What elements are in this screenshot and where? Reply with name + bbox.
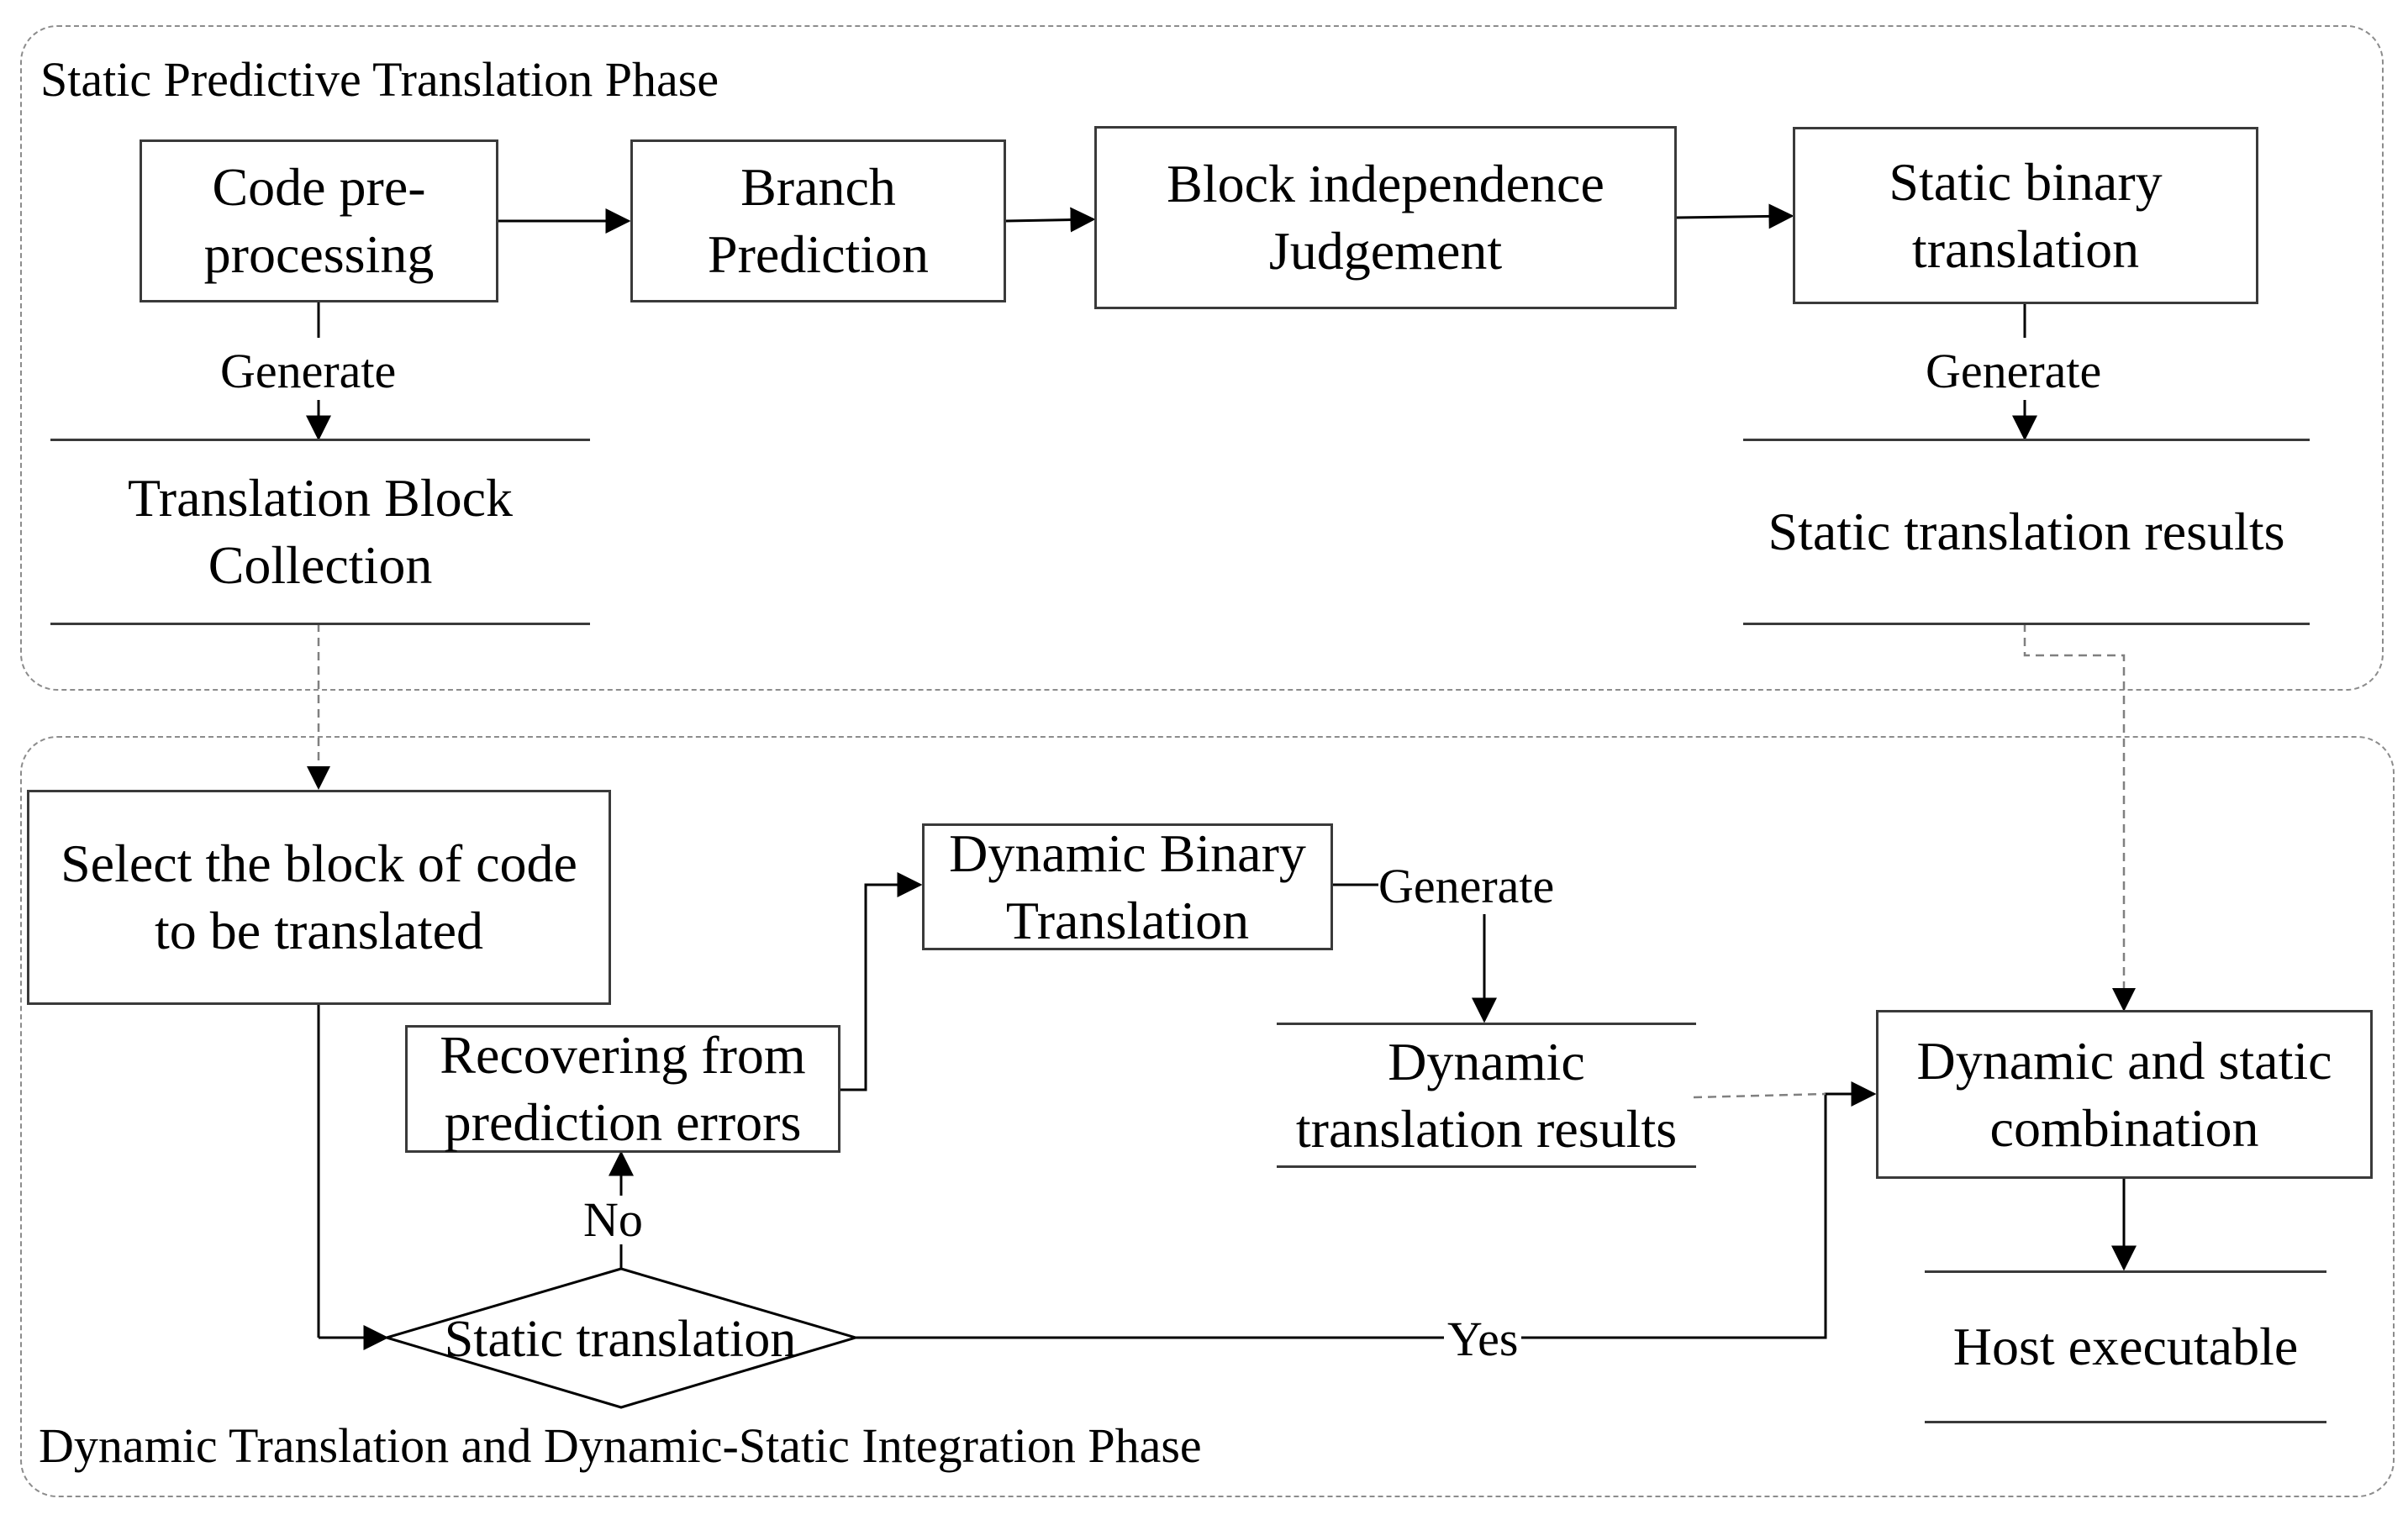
- store-line: Collection: [208, 535, 433, 595]
- arrow-decision-yes-to-combination: [856, 1081, 1877, 1339]
- edge-label-yes: Yes: [1444, 1315, 1522, 1364]
- edge-label-generate-right: Generate: [1926, 344, 2102, 398]
- node-line: translation: [1911, 218, 2140, 279]
- node-line: Recovering from: [440, 1025, 806, 1085]
- static-translation-decision-label: Static translation: [444, 1311, 797, 1368]
- arrow-recovering-to-dynamic: [840, 872, 923, 1091]
- arrow-branch-to-independence: [1005, 207, 1096, 233]
- store-line: translation results: [1295, 1098, 1678, 1159]
- store-line: Translation Block: [127, 468, 514, 528]
- node-line: Branch: [740, 157, 896, 217]
- node-line: Translation: [1005, 890, 1250, 950]
- node-line: processing: [203, 224, 435, 284]
- dynamic-translation-results-store: Dynamic translation results: [1277, 1023, 1696, 1168]
- static-translation-decision-diamond: [382, 1267, 861, 1409]
- node-line: prediction errors: [444, 1092, 802, 1152]
- static-translation-results-store: Static translation results: [1743, 439, 2310, 625]
- node-line: Static binary: [1889, 151, 2163, 212]
- static-predictive-translation-phase: [20, 25, 2384, 691]
- static-phase-title: Static Predictive Translation Phase: [40, 52, 719, 107]
- code-preprocessing-box: Code pre-processing: [140, 139, 498, 302]
- edge-label-no: No: [583, 1192, 643, 1247]
- node-line: Code pre-: [212, 157, 426, 217]
- arrow-independence-to-static-binary: [1676, 203, 1794, 229]
- store-line: Dynamic: [1388, 1031, 1585, 1091]
- host-executable-store: Host executable: [1925, 1270, 2326, 1423]
- dynamic-static-integration-phase: [20, 736, 2395, 1497]
- dashed-dynamic-results-to-combination: [1693, 1092, 1826, 1099]
- node-line: Prediction: [707, 224, 930, 284]
- edge-label-generate-left: Generate: [220, 344, 397, 398]
- node-line: Select the block of code: [61, 833, 577, 893]
- arrowhead-static-results-to-combination: [2112, 988, 2136, 1012]
- node-line: Dynamic and static: [1916, 1030, 2332, 1091]
- dashed-static-results-to-combination: [2023, 623, 2126, 1010]
- node-line: combination: [1989, 1097, 2259, 1158]
- arrowhead-block-collection-to-select: [307, 766, 330, 790]
- edge-label-generate-dynamic: Generate: [1378, 859, 1555, 913]
- recovering-from-errors-box: Recovering from prediction errors: [405, 1025, 840, 1153]
- store-line: Static translation results: [1768, 502, 2285, 561]
- store-line: Host executable: [1952, 1317, 2299, 1376]
- node-line: Block independence: [1167, 154, 1604, 213]
- select-block-box: Select the block of code to be translated: [27, 790, 611, 1005]
- dynamic-phase-title: Dynamic Translation and Dynamic-Static I…: [39, 1418, 1202, 1473]
- node-line: Judgement: [1268, 221, 1503, 281]
- node-line: to be translated: [155, 901, 483, 960]
- node-line: Dynamic Binary: [949, 823, 1306, 883]
